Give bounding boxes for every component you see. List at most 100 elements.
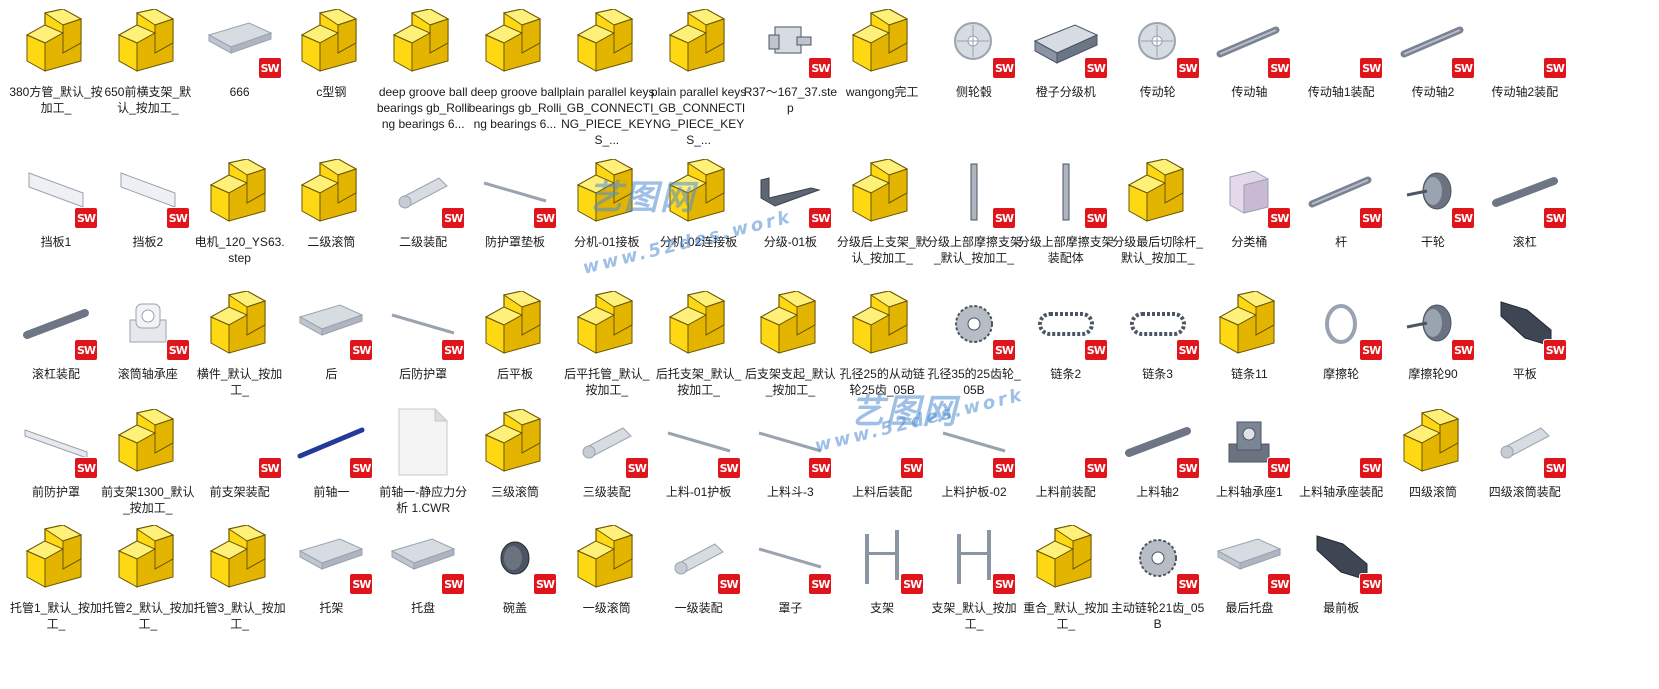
file-item[interactable]: 链条11 <box>1201 288 1297 438</box>
file-item[interactable]: wangong完工 <box>834 6 930 156</box>
file-item[interactable]: 分级最后切除杆_默认_按加工_ <box>1110 156 1206 306</box>
file-item[interactable]: 四级滚筒 <box>1385 406 1481 556</box>
file-item[interactable]: 孔径25的从动链轮25齿_05B <box>834 288 930 438</box>
part-folder-icon <box>564 156 650 228</box>
file-name-label: 最前板 <box>1323 601 1360 615</box>
file-item[interactable]: 后托支架_默认_按加工_ <box>651 288 747 438</box>
file-name-label: 托盘 <box>411 601 436 615</box>
solidworks-badge-icon: SW <box>1268 458 1291 478</box>
file-item[interactable]: 托管3_默认_按加工_ <box>192 522 288 672</box>
file-item[interactable]: SW 上料轴承座1 <box>1201 406 1297 556</box>
file-item[interactable]: 分机-01接板 <box>559 156 655 306</box>
file-item[interactable]: 一级滚筒 <box>559 522 655 672</box>
file-item[interactable]: 分级后上支架_默认_按加工_ <box>834 156 930 306</box>
file-item[interactable]: plain parallel keys_GB_CONNECTING_PIECE_… <box>559 6 655 156</box>
file-item[interactable]: 托管2_默认_按加工_ <box>100 522 196 672</box>
file-item[interactable]: 380方管_默认_按加工_ <box>8 6 104 156</box>
file-item[interactable]: 重合_默认_按加工_ <box>1018 522 1114 672</box>
file-name-label: 前轴一-静应力分析 1.CWR <box>379 485 468 515</box>
file-item[interactable]: 分机-02连接板 <box>651 156 747 306</box>
file-name-label: 罩子 <box>778 601 803 615</box>
part-folder-icon <box>656 288 742 360</box>
file-name-label: plain parallel keys_GB_CONNECTING_PIECE_… <box>650 85 747 147</box>
file-item[interactable]: plain parallel keys_GB_CONNECTING_PIECE_… <box>651 6 747 156</box>
file-item[interactable]: 后平托管_默认_按加工_ <box>559 288 655 438</box>
file-item[interactable]: 前轴一-静应力分析 1.CWR <box>375 406 471 556</box>
file-item[interactable]: deep groove ball bearings gb_Rolling bea… <box>375 6 471 156</box>
file-item[interactable]: 横件_默认_按加工_ <box>192 288 288 438</box>
file-item[interactable]: 托管1_默认_按加工_ <box>8 522 104 672</box>
file-name-label: 上料轴承座1 <box>1216 485 1283 499</box>
part-folder-icon <box>105 406 191 478</box>
file-name-label: deep groove ball bearings gb_Rolling bea… <box>376 85 470 131</box>
file-name-label: plain parallel keys_GB_CONNECTING_PIECE_… <box>559 85 655 147</box>
file-item[interactable]: 三级滚筒 <box>467 406 563 556</box>
solidworks-badge-icon: SW <box>1268 574 1291 594</box>
file-item[interactable]: 前支架1300_默认_按加工_ <box>100 406 196 556</box>
file-name-label: 平板 <box>1512 367 1537 381</box>
solidworks-badge-icon: SW <box>166 208 189 228</box>
file-item[interactable]: 650前横支架_默认_按加工_ <box>100 6 196 156</box>
file-item[interactable]: 后平板 <box>467 288 563 438</box>
solidworks-part-icon: SW <box>747 6 833 78</box>
solidworks-badge-icon: SW <box>534 574 556 594</box>
file-item[interactable]: c型钢 <box>283 6 379 156</box>
file-item[interactable]: 电机_120_YS63.step <box>192 156 288 306</box>
file-item[interactable]: deep groove ball bearings gb_Rolling bea… <box>467 6 563 156</box>
file-item[interactable]: 二级滚筒 <box>283 156 379 306</box>
file-item[interactable]: 后支架支起_默认_按加工_ <box>742 288 838 438</box>
